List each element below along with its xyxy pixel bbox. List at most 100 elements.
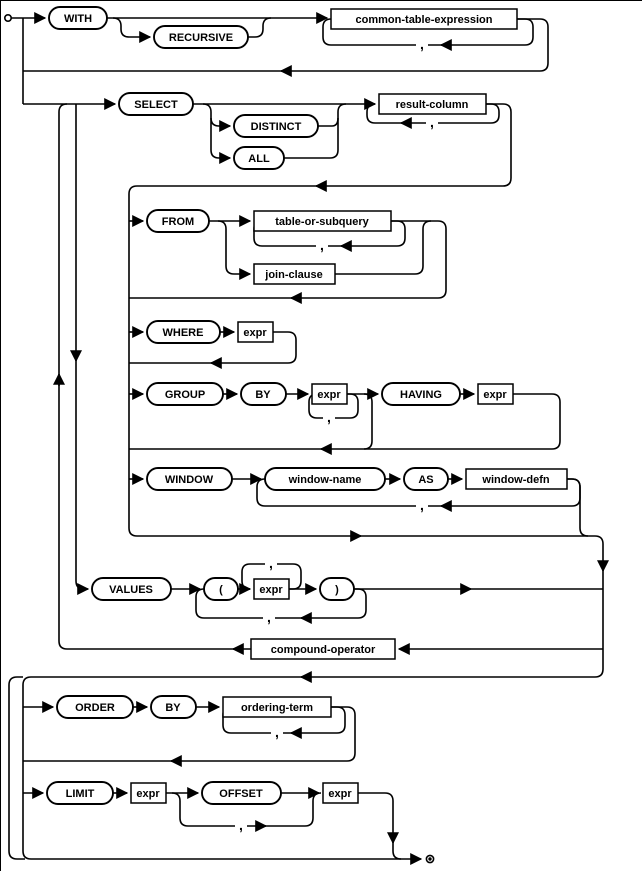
keyword-having-label: HAVING <box>400 389 442 401</box>
nonterminal-ordering-term-label: ordering-term <box>241 702 313 714</box>
keyword-distinct-shape <box>233 114 319 138</box>
comma-window-loop: , <box>416 497 428 513</box>
keyword-limit-label: LIMIT <box>66 788 95 800</box>
nonterminal-ordering-term[interactable]: ordering-term <box>222 696 332 718</box>
comma-values-expr-loop: , <box>265 555 277 571</box>
nonterminal-expr-offset-label: expr <box>328 788 352 800</box>
comma-label: , <box>420 497 424 513</box>
nonterminal-table-or-subquery-shape <box>253 210 392 232</box>
nonterminal-result-column[interactable]: result-column <box>378 93 487 115</box>
keyword-by-group-shape <box>240 382 287 406</box>
nonterminal-cte-label: common-table-expression <box>356 14 493 26</box>
literal-rparen: ) <box>319 577 355 601</box>
end-terminal <box>425 854 435 864</box>
keyword-values-label: VALUES <box>109 584 153 596</box>
keyword-select-label: SELECT <box>134 99 178 111</box>
comma-result-column-loop: , <box>426 114 438 130</box>
nonterminal-expr-limit-label: expr <box>136 788 160 800</box>
keyword-all-shape <box>233 146 285 170</box>
comma-label: , <box>275 724 279 740</box>
keyword-group: GROUP <box>146 382 224 406</box>
keyword-recursive-label: RECURSIVE <box>169 32 233 44</box>
keyword-distinct-label: DISTINCT <box>251 121 302 133</box>
keyword-with-shape <box>48 6 108 30</box>
nonterminal-cte-shape <box>330 8 518 30</box>
keyword-with: WITH <box>48 6 108 30</box>
nonterminal-common-table-expression[interactable]: common-table-expression <box>330 8 518 30</box>
nonterminal-expr-group-label: expr <box>317 389 341 401</box>
keyword-where-shape <box>146 320 221 344</box>
keyword-select: SELECT <box>118 92 194 116</box>
comma-label: , <box>267 609 271 625</box>
nonterminal-window-defn-label: window-defn <box>481 474 549 486</box>
keyword-as-shape <box>403 467 449 491</box>
nonterminal-expr-values-label: expr <box>259 584 283 596</box>
keyword-limit-shape <box>46 781 114 805</box>
nonterminal-expr-values[interactable]: expr <box>253 578 290 600</box>
keyword-from: FROM <box>146 209 210 233</box>
keyword-order-shape <box>56 695 134 719</box>
keyword-order: ORDER <box>56 695 134 719</box>
nonterminal-expr-having[interactable]: expr <box>477 383 514 405</box>
nonterminal-expr-offset-shape <box>322 782 359 804</box>
keyword-window: WINDOW <box>146 467 233 491</box>
nonterminal-join-clause-shape <box>253 263 336 285</box>
literal-rparen-shape <box>319 577 355 601</box>
nonterminal-expr-where[interactable]: expr <box>237 321 274 343</box>
start-terminal <box>3 14 13 23</box>
nonterminal-expr-values-shape <box>253 578 290 600</box>
nonterminal-window-defn[interactable]: window-defn <box>465 468 568 490</box>
nonterminal-window-name[interactable]: window-name <box>264 467 386 491</box>
keyword-from-shape <box>146 209 210 233</box>
nonterminal-expr-group[interactable]: expr <box>311 383 348 405</box>
comma-label: , <box>430 114 434 130</box>
keyword-distinct: DISTINCT <box>233 114 319 138</box>
nonterminal-expr-offset[interactable]: expr <box>322 782 359 804</box>
nonterminal-join-clause-label: join-clause <box>264 269 322 281</box>
literal-lparen-label: ( <box>219 584 223 596</box>
nonterminal-table-or-subquery[interactable]: table-or-subquery <box>253 210 392 232</box>
literal-lparen-shape <box>203 577 239 601</box>
literal-lparen: ( <box>203 577 239 601</box>
nonterminal-window-name-shape <box>264 467 386 491</box>
keyword-where-label: WHERE <box>163 327 204 339</box>
keyword-group-label: GROUP <box>165 389 205 401</box>
keyword-order-label: ORDER <box>75 702 115 714</box>
keyword-window-label: WINDOW <box>165 474 214 486</box>
comma-label: , <box>269 555 273 571</box>
nonterminal-compound-operator-shape <box>250 638 396 660</box>
keyword-recursive-shape <box>153 25 249 49</box>
keyword-offset: OFFSET <box>201 781 282 805</box>
literal-rparen-label: ) <box>335 584 339 596</box>
nonterminal-expr-where-shape <box>237 321 274 343</box>
comma-label: , <box>320 237 324 253</box>
nonterminal-join-clause[interactable]: join-clause <box>253 263 336 285</box>
keyword-window-shape <box>146 467 233 491</box>
keyword-having: HAVING <box>381 382 461 406</box>
keyword-values-shape <box>91 577 172 601</box>
comma-group-expr-loop: , <box>323 409 335 425</box>
keyword-with-label: WITH <box>64 13 92 25</box>
nonterminal-compound-operator[interactable]: compound-operator <box>250 638 396 660</box>
keyword-all: ALL <box>233 146 285 170</box>
nonterminal-ordering-term-shape <box>222 696 332 718</box>
nonterminal-expr-group-shape <box>311 383 348 405</box>
comma-table-or-subquery-loop: , <box>316 237 328 253</box>
keyword-select-shape <box>118 92 194 116</box>
keyword-offset-shape <box>201 781 282 805</box>
rails <box>8 12 609 865</box>
comma-label: , <box>327 409 331 425</box>
nonterminal-window-name-label: window-name <box>288 474 362 486</box>
nonterminal-expr-limit-shape <box>130 782 167 804</box>
nonterminal-expr-limit[interactable]: expr <box>130 782 167 804</box>
comma-ordering-term-loop: , <box>271 724 283 740</box>
keyword-offset-label: OFFSET <box>219 788 263 800</box>
comma-limit-alt: , <box>235 817 247 833</box>
keyword-by-order-shape <box>150 695 197 719</box>
keyword-as: AS <box>403 467 449 491</box>
keyword-by-order-label: BY <box>165 702 181 714</box>
keyword-where: WHERE <box>146 320 221 344</box>
keyword-from-label: FROM <box>162 216 194 228</box>
